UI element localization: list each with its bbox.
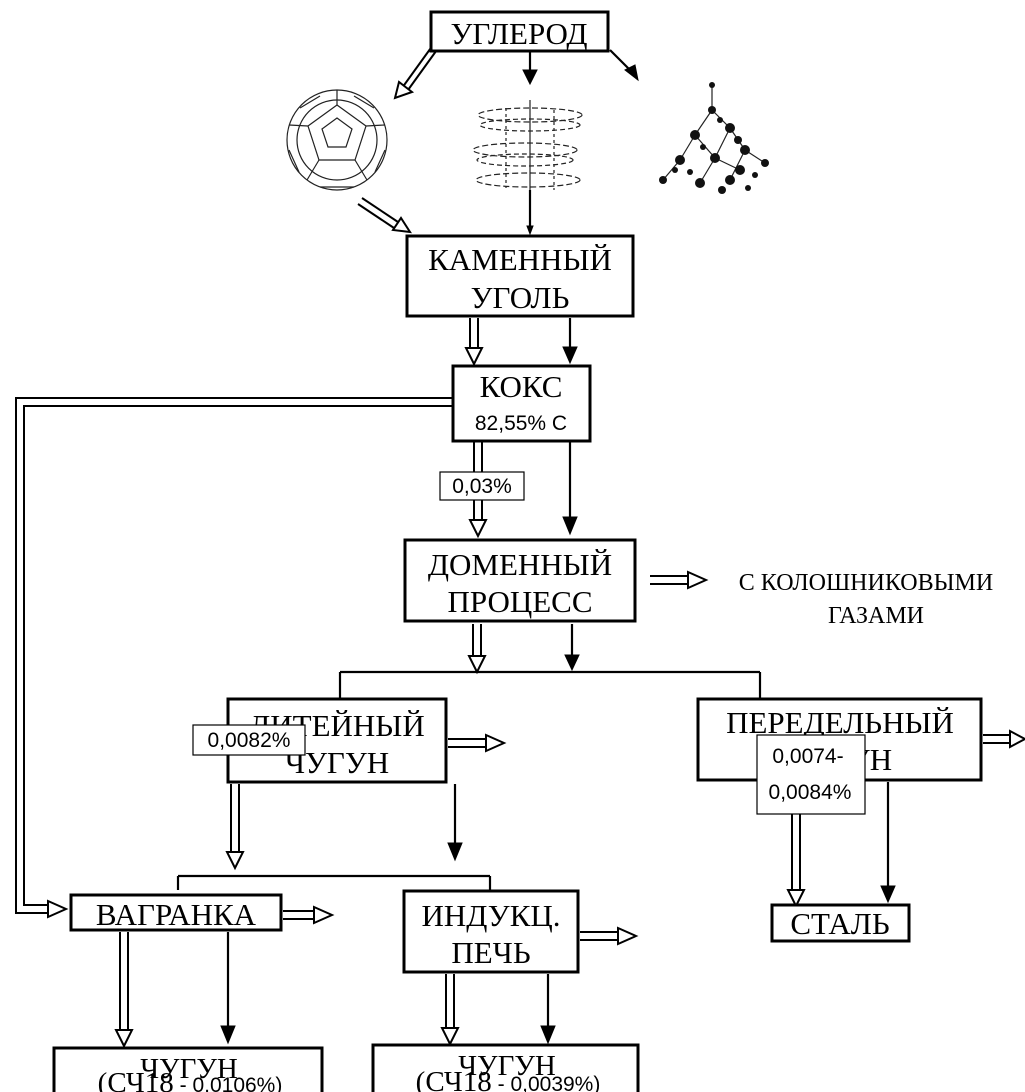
connectors [15,44,1025,1049]
cast-iron-induction-title: ЧУГУН [458,1050,556,1082]
pct-coke-to-blast-label: 0,03% [452,475,512,498]
node-steel-label: СТАЛЬ [790,906,889,941]
node-induction-line2: ПЕЧЬ [451,935,530,970]
cast-iron-induction-value: - 0,0039%) [492,1073,601,1092]
node-coke-label: КОКС [480,369,563,404]
node-carbon: УГЛЕРОД [429,10,610,53]
node-blast-furnace-line2: ПРОЦЕСС [447,584,592,619]
node-blast-furnace: ДОМЕННЫЙ ПРОЦЕСС [403,538,637,623]
flue-gas-line1: С КОЛОШНИКОВЫМИ [739,570,993,596]
flue-gas-line2: ГАЗАМИ [828,603,924,629]
pct-coke-to-blast: 0,03% [439,471,525,501]
pct-foundry-to-cupola-label: 0,0082% [208,729,291,752]
cast-iron-cupola-grade: (СЧ18 [98,1067,174,1092]
pct-conversion-to-steel: 0,0074- 0,0084% [756,734,866,815]
node-coal-line1: КАМЕННЫЙ [428,242,612,277]
flue-gas-label: С КОЛОШНИКОВЫМИ ГАЗАМИ [739,570,993,629]
node-conversion-iron-line1: ПЕРЕДЕЛЬНЫЙ [726,705,954,740]
diamond-lattice-icon [659,82,769,194]
coke-carbon-content: 82,55% С [475,412,567,435]
pct-conversion-to-steel-line1: 0,0074- [772,745,843,768]
fullerene-icon [286,89,388,191]
pct-foundry-to-cupola: 0,0082% [192,724,306,756]
node-induction-furnace: ИНДУКЦ. ПЕЧЬ [402,889,580,974]
node-coke: КОКС 82,55% С [451,364,592,443]
cast-iron-cupola-value: - 0,0106%) [174,1074,283,1092]
node-steel: СТАЛЬ [770,903,911,943]
node-induction-line1: ИНДУКЦ. [421,898,560,933]
node-blast-furnace-line1: ДОМЕННЫЙ [428,547,612,582]
cast-iron-cupola-title: ЧУГУН [140,1053,238,1085]
graphite-layers-icon [472,100,583,195]
node-carbon-label: УГЛЕРОД [450,16,587,51]
pct-conversion-to-steel-line2: 0,0084% [769,781,852,804]
node-cast-iron-induction: ЧУГУН (СЧ18 - 0,0039%) [371,1043,640,1092]
node-coal-line2: УГОЛЬ [471,280,570,315]
cast-iron-cupola-detail: (СЧ18 - 0,0106%) [98,1067,283,1092]
cast-iron-induction-detail: (СЧ18 - 0,0039%) [416,1066,601,1092]
node-cast-iron-cupola: ЧУГУН (СЧ18 - 0,0106%) [52,1046,324,1092]
node-coal: КАМЕННЫЙ УГОЛЬ [405,234,635,318]
node-cupola-label: ВАГРАНКА [96,897,257,932]
node-cupola: ВАГРАНКА [69,893,283,932]
cast-iron-induction-grade: (СЧ18 [416,1066,492,1092]
